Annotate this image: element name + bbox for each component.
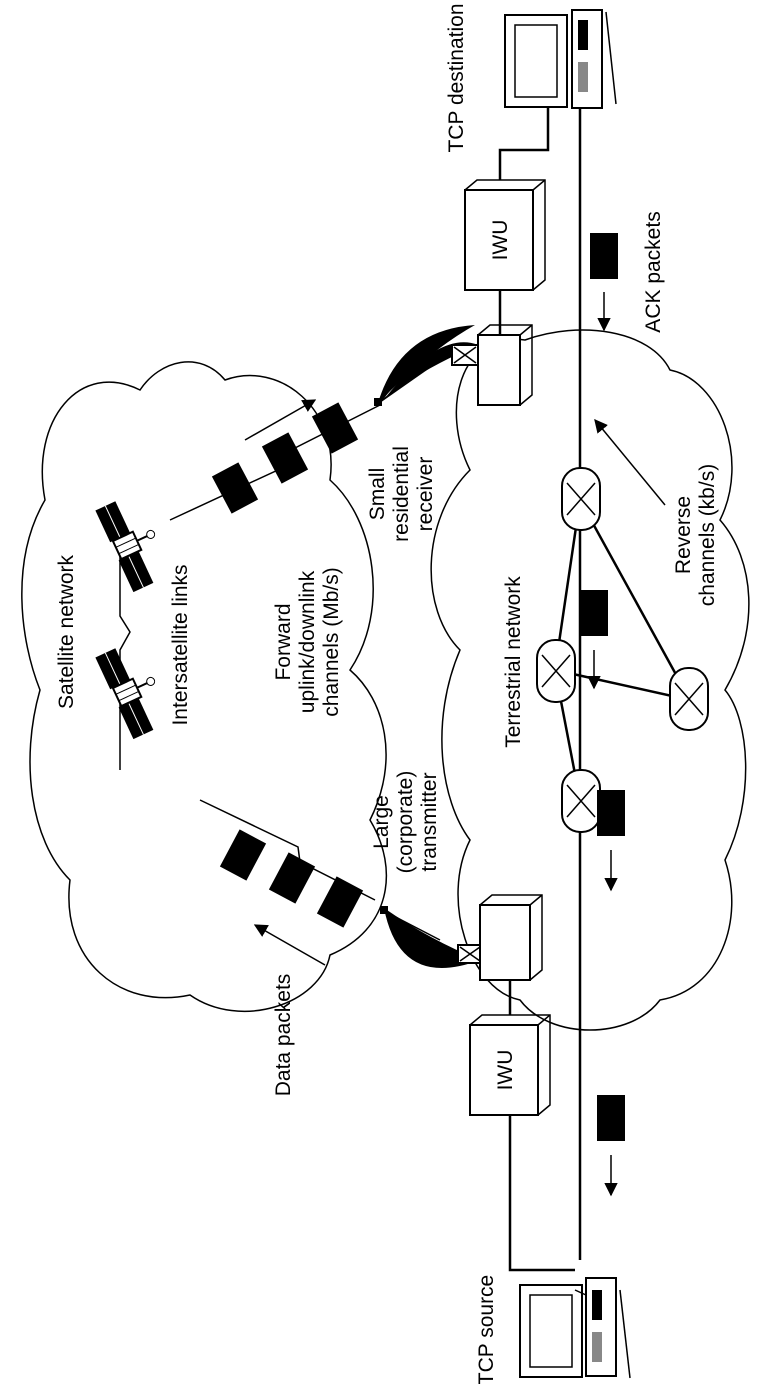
computer-icon bbox=[505, 10, 616, 108]
satellite-dish-icon bbox=[380, 906, 482, 968]
ack-packet-group bbox=[590, 233, 618, 330]
router-icon bbox=[562, 468, 600, 530]
packet-block bbox=[597, 1095, 625, 1141]
satellite-icon bbox=[95, 492, 173, 592]
large-line-2: (corporate) bbox=[394, 771, 417, 874]
small-receiver-label: Small residential receiver bbox=[366, 446, 437, 542]
large-transmitter-label: Large (corporate) transmitter bbox=[370, 771, 441, 874]
packet-block bbox=[262, 432, 308, 483]
packet-block bbox=[212, 462, 258, 513]
satellite-dish-icon bbox=[374, 325, 478, 406]
router-icon bbox=[670, 668, 708, 730]
packet-block bbox=[580, 590, 608, 636]
intersatellite-links-label: Intersatellite links bbox=[169, 564, 192, 725]
data-packets-arrow bbox=[255, 925, 325, 965]
large-line-3: transmitter bbox=[418, 772, 441, 871]
router-icon bbox=[537, 640, 575, 702]
ack-packet-group bbox=[580, 590, 608, 688]
large-line-1: Large bbox=[370, 795, 393, 849]
forward-line-1: Forward bbox=[272, 603, 295, 680]
tcp-source-label: TCP source bbox=[475, 1275, 498, 1384]
small-line-2: residential bbox=[390, 446, 413, 542]
packet-block bbox=[317, 876, 363, 927]
packet-block bbox=[312, 402, 358, 453]
tcp-destination-label: TCP destination bbox=[445, 3, 468, 152]
terrestrial-network-label: Terrestrial network bbox=[502, 576, 525, 748]
satellite-icon bbox=[95, 639, 173, 739]
forward-channels-label: Forward uplink/downlink channels (Mb/s) bbox=[272, 567, 343, 716]
computer-icon bbox=[520, 1278, 630, 1378]
data-packets-label: Data packets bbox=[272, 974, 295, 1097]
iwu-destination-box: IWU bbox=[465, 180, 545, 290]
router-icon bbox=[562, 770, 600, 832]
satellite-network-label: Satellite network bbox=[55, 554, 78, 709]
iwu-destination-label: IWU bbox=[489, 220, 512, 261]
reverse-channels-label: Reverse channels (kb/s) bbox=[672, 464, 719, 606]
packet-block bbox=[597, 790, 625, 836]
reverse-line-1: Reverse bbox=[672, 496, 695, 574]
ack-packet-group bbox=[597, 1095, 625, 1195]
iwu-source-box: IWU bbox=[470, 1015, 550, 1115]
small-line-1: Small bbox=[366, 468, 389, 521]
packet-block bbox=[269, 852, 315, 903]
transmitter-unit bbox=[480, 895, 542, 980]
forward-line-2: uplink/downlink bbox=[296, 570, 319, 713]
ack-packet-group bbox=[597, 790, 625, 890]
reverse-line-2: channels (kb/s) bbox=[696, 464, 719, 606]
router-links bbox=[555, 500, 690, 800]
small-line-3: receiver bbox=[414, 457, 437, 532]
ack-packets-label: ACK packets bbox=[642, 211, 665, 332]
packet-block bbox=[220, 829, 266, 880]
forward-direction-arrow bbox=[245, 400, 315, 440]
iwu-source-label: IWU bbox=[494, 1050, 517, 1091]
receiver-unit bbox=[478, 325, 532, 405]
forward-line-3: channels (Mb/s) bbox=[320, 567, 343, 716]
reverse-channels-arrow bbox=[595, 420, 665, 505]
downlink-packets bbox=[212, 402, 358, 513]
packet-block bbox=[590, 233, 618, 279]
